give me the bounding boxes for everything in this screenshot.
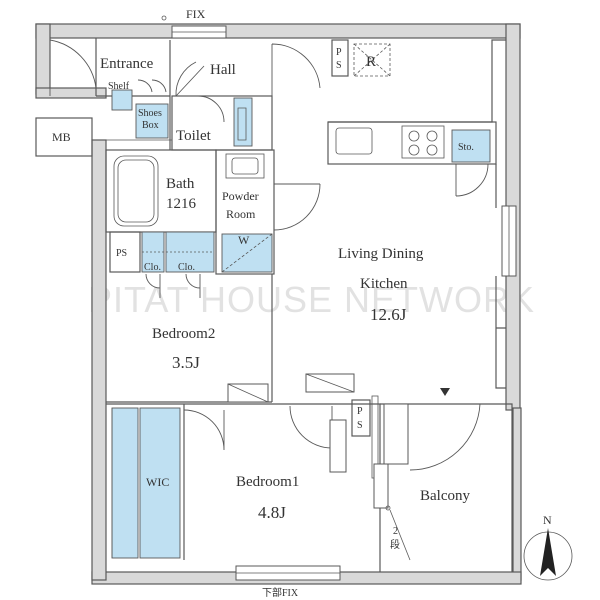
fix-bottom-label: 下部FIX xyxy=(262,586,299,599)
balcony-label: Balcony xyxy=(420,488,470,504)
bedroom2-label: Bedroom2 xyxy=(152,326,215,342)
bath-label: Bath xyxy=(166,176,195,192)
kitchen-counter xyxy=(327,39,506,165)
mb-label: MB xyxy=(52,130,71,144)
ldk-size-label: 12.6J xyxy=(370,305,407,324)
outer-walls xyxy=(35,23,522,585)
clo-label-1: Clo. xyxy=(144,262,161,273)
wic-label: WIC xyxy=(146,475,169,489)
ps-mid-label-2: S xyxy=(357,420,363,431)
ps-top-label-2: S xyxy=(336,60,342,71)
step-label-2: 段 xyxy=(390,538,400,551)
ps-left-label: PS xyxy=(116,248,127,259)
fix-window-top xyxy=(171,25,227,39)
bedroom2 xyxy=(106,274,273,403)
mb-closet xyxy=(35,117,93,157)
toilet-label: Toilet xyxy=(176,128,212,144)
ps-mid-label-1: P xyxy=(357,406,363,417)
bedroom1-label: Bedroom1 xyxy=(236,474,299,490)
bedroom1-size-label: 4.8J xyxy=(258,503,286,522)
ldk-window xyxy=(501,205,517,277)
storage xyxy=(451,129,491,197)
ldk-label-1: Living Dining xyxy=(338,246,424,262)
r-label: R xyxy=(366,54,376,70)
ldk-lower-doors xyxy=(305,373,450,396)
wic xyxy=(111,407,181,559)
bath-room xyxy=(105,149,217,233)
step-label-1: 2 xyxy=(393,526,398,537)
closets xyxy=(109,231,215,298)
shoes-box-label-2: Box xyxy=(142,120,159,131)
powder-room-label-2: Room xyxy=(226,207,256,221)
balcony xyxy=(373,403,513,572)
shoes-box xyxy=(135,103,169,139)
shoes-box-label-1: Shoes xyxy=(138,108,162,119)
clo-label-2: Clo. xyxy=(178,262,195,273)
entrance-area xyxy=(49,38,321,150)
sto-label: Sto. xyxy=(458,142,474,153)
w-label: W xyxy=(238,233,250,247)
fix-top-label: FIX xyxy=(186,7,206,21)
ps-top-label-1: P xyxy=(336,47,342,58)
watermark: PITAT HOUSE NETWORK xyxy=(88,279,535,320)
bedroom2-size-label: 3.5J xyxy=(172,353,200,372)
bath-size-label: 1216 xyxy=(166,196,197,212)
ldk-label-2: Kitchen xyxy=(360,276,408,292)
powder-room xyxy=(215,149,321,275)
powder-room-label-1: Powder xyxy=(222,189,259,203)
shelf-label: Shelf xyxy=(108,81,130,92)
ldk-outline xyxy=(495,164,506,389)
north-arrow xyxy=(523,528,573,581)
shelf xyxy=(111,89,133,111)
hall-label: Hall xyxy=(210,62,236,78)
fix-window-bottom xyxy=(235,565,341,581)
north-label: N xyxy=(543,513,552,527)
entrance-label: Entrance xyxy=(100,56,154,72)
ps-top xyxy=(331,39,391,77)
